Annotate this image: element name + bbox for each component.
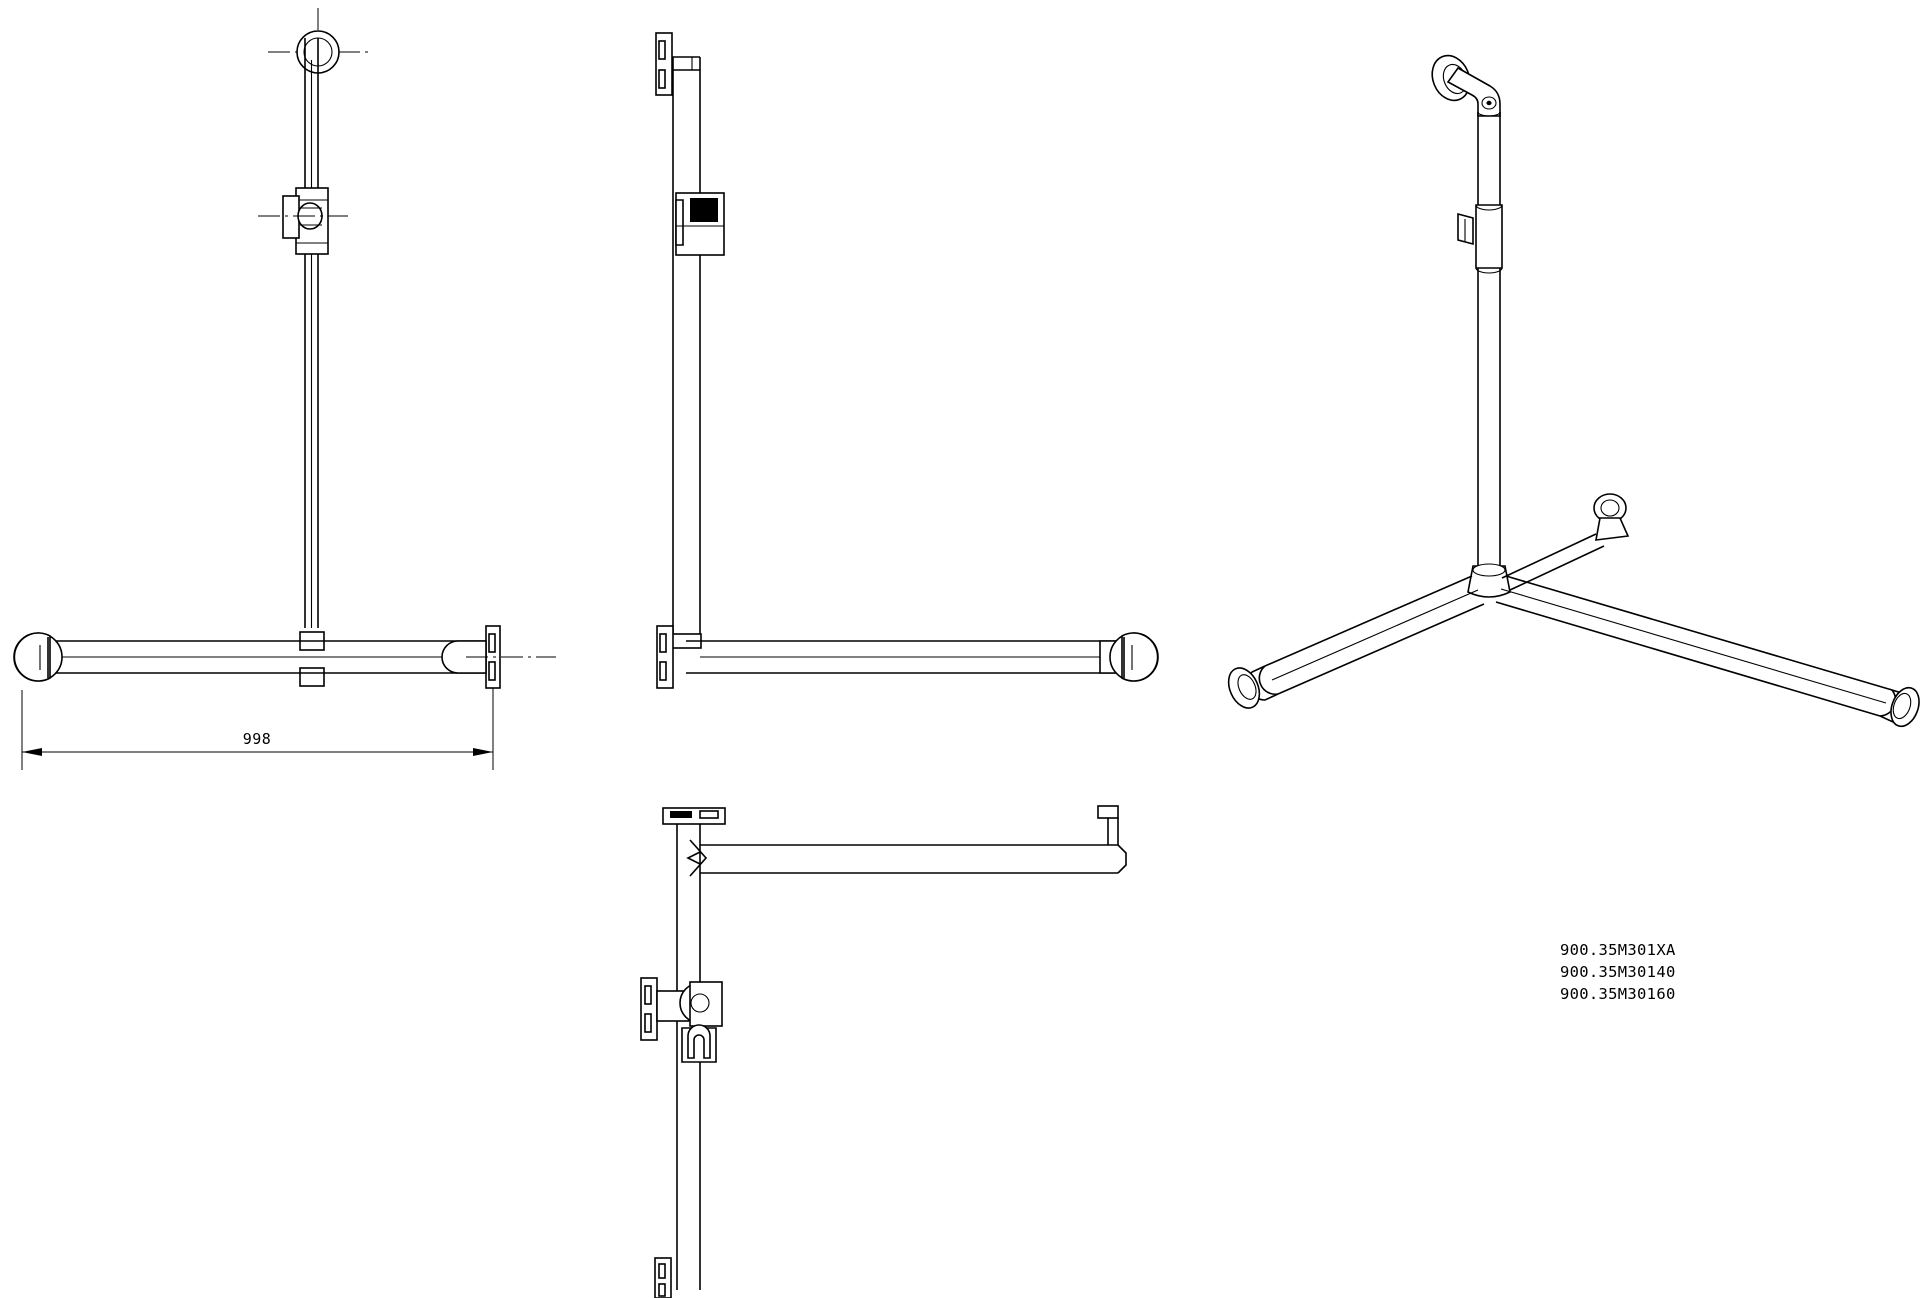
iso-left-wall-flange xyxy=(1227,665,1279,709)
iso-corner-strut xyxy=(1501,533,1605,591)
plan-corner-elbow xyxy=(686,839,708,877)
part-number-block: 900.35M301XA 900.35M30140 900.35M30160 xyxy=(1560,941,1676,1003)
horizontal-rail-side xyxy=(686,640,1128,674)
plan-top-wall-flange xyxy=(662,807,726,825)
tee-junction xyxy=(299,631,325,687)
dimension-value-overall-width: 998 xyxy=(243,730,272,748)
view-front-elevation: 998 xyxy=(13,8,556,770)
plan-horizontal-rail xyxy=(700,844,1127,874)
iso-left-rail xyxy=(1264,575,1485,695)
iso-right-wall-flange xyxy=(1879,686,1920,728)
top-wall-flange-side xyxy=(655,32,673,96)
view-isometric xyxy=(1227,54,1920,728)
part-number-item-2: 900.35M30140 xyxy=(1560,963,1676,981)
iso-top-elbow xyxy=(1446,66,1501,117)
vertical-rail-side xyxy=(672,57,701,640)
slider-clamp xyxy=(258,187,348,255)
part-number-item-1: 900.35M301XA xyxy=(1560,941,1676,959)
horizontal-rail xyxy=(48,640,492,674)
vertical-rail xyxy=(304,38,319,628)
dimension-overall-width: 998 xyxy=(21,690,494,770)
view-plan xyxy=(640,805,1127,1298)
plan-bottom-wall-flange xyxy=(654,1257,672,1298)
plan-right-wall-flange xyxy=(1097,805,1119,845)
top-mount-stub xyxy=(672,56,700,71)
plan-slider-clamp xyxy=(640,977,723,1063)
iso-right-rail xyxy=(1495,575,1893,717)
right-wall-flange-side xyxy=(1099,632,1159,682)
iso-tee-junction xyxy=(1467,563,1511,598)
right-wall-flange xyxy=(441,625,556,740)
view-side-elevation xyxy=(655,32,1159,689)
iso-corner-wall-flange xyxy=(1593,493,1630,541)
left-wall-flange-side xyxy=(656,625,674,689)
iso-vertical-rail xyxy=(1477,111,1501,580)
slider-clamp-side xyxy=(675,192,725,256)
part-number-item-3: 900.35M30160 xyxy=(1560,985,1676,1003)
iso-slider-clamp xyxy=(1457,204,1503,274)
left-wall-flange xyxy=(13,632,63,682)
